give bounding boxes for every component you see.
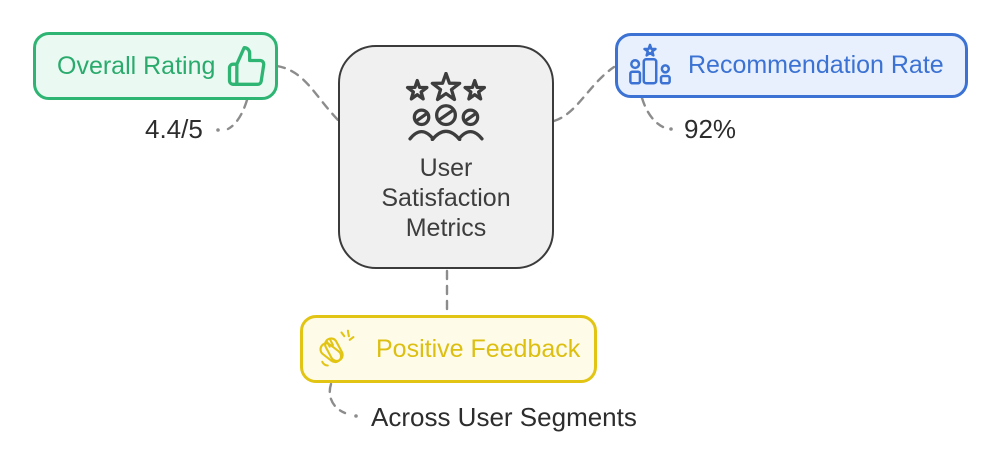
- stars-people-icon: [400, 71, 492, 146]
- node-user-satisfaction-metrics[interactable]: User Satisfaction Metrics: [338, 45, 554, 269]
- node-recommendation-rate[interactable]: Recommendation Rate: [615, 33, 968, 98]
- connector-center-to-recommendation: [552, 65, 616, 123]
- node-label: Recommendation Rate: [688, 51, 944, 79]
- connector-overall-to-value: [226, 98, 249, 131]
- overall-rating-value: 4.4/5: [145, 114, 203, 144]
- node-positive-feedback[interactable]: Positive Feedback: [300, 315, 597, 383]
- ranking-podium-icon: [627, 42, 673, 90]
- clapping-hands-icon: [314, 327, 358, 371]
- connector-overall-to-center: [275, 64, 340, 122]
- node-label: Overall Rating: [57, 51, 216, 80]
- connector-end-dot: [354, 414, 358, 418]
- thumbs-up-icon: [223, 44, 269, 88]
- center-node-title: User Satisfaction Metrics: [381, 154, 511, 242]
- connector-end-dot: [669, 127, 673, 131]
- recommendation-rate-value: 92%: [684, 114, 737, 144]
- connector-end-dot: [216, 128, 220, 132]
- positive-feedback-value: Across User Segments: [371, 402, 637, 432]
- node-overall-rating[interactable]: Overall Rating: [33, 32, 278, 100]
- connector-recommendation-to-value: [640, 96, 665, 129]
- connector-feedback-to-value: [328, 382, 347, 415]
- node-label: Positive Feedback: [376, 334, 581, 363]
